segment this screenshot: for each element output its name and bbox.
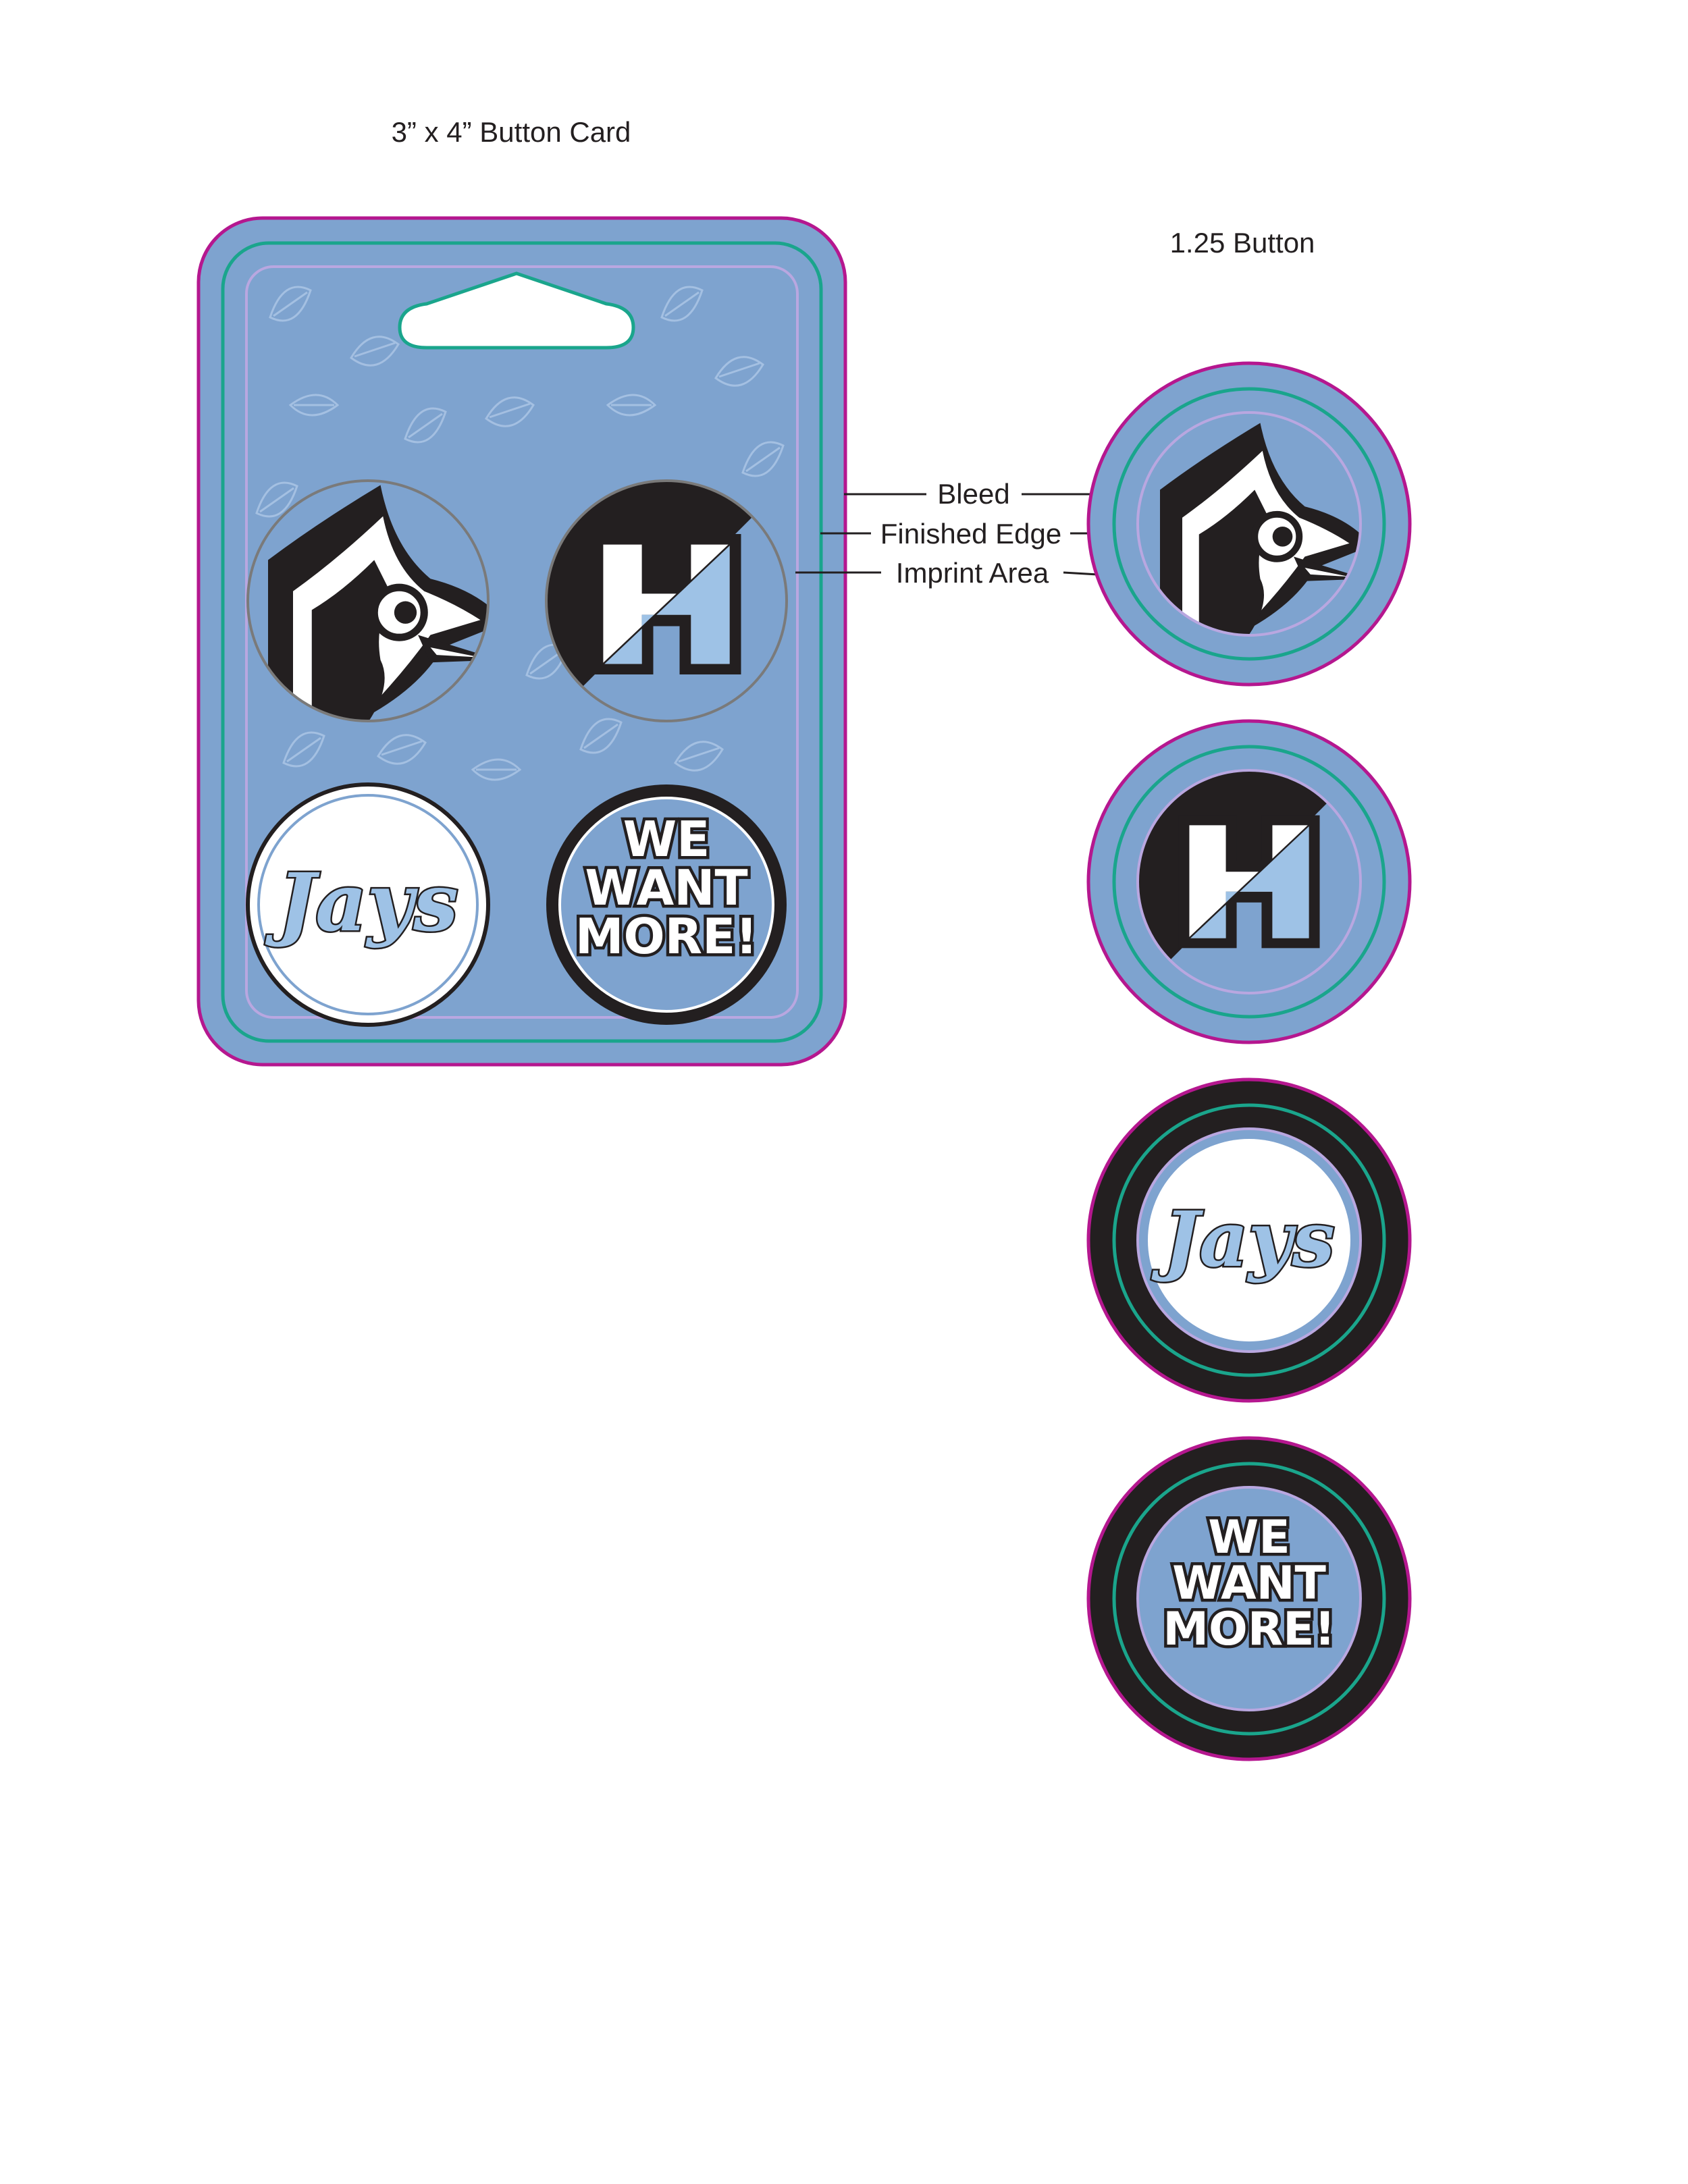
standalone-button-bird bbox=[1086, 361, 1412, 687]
standalone-button-we-want-more: WE WANT MORE! bbox=[1086, 1436, 1412, 1761]
card-wwm-line-3: MORE! bbox=[575, 908, 758, 965]
card-wwm-line-1: WE bbox=[623, 811, 710, 868]
card-button-jays: Jays bbox=[246, 782, 490, 1027]
callout-finished-edge: Finished Edge bbox=[880, 518, 1062, 550]
button-wwm-line-2: WANT bbox=[1172, 1557, 1326, 1610]
hang-tab-hole-icon bbox=[398, 271, 635, 350]
card-button-h-logo: H bbox=[545, 479, 788, 722]
card-jays-text: Jays bbox=[265, 855, 458, 949]
standalone-button-jays: Jays bbox=[1086, 1077, 1412, 1403]
card-button-bird bbox=[246, 479, 490, 722]
standalone-button-h-logo bbox=[1086, 719, 1412, 1044]
feather-pattern-icon bbox=[255, 286, 785, 781]
button-wwm-line-3: MORE! bbox=[1163, 1603, 1335, 1656]
callout-bleed: Bleed bbox=[937, 478, 1009, 510]
card-wwm-line-2: WANT bbox=[585, 859, 747, 916]
button-wwm-line-1: WE bbox=[1208, 1511, 1290, 1564]
card-button-we-want-more: WE WANT MORE! bbox=[546, 784, 787, 1025]
button-card: H Jays WE WANT MORE! bbox=[196, 216, 847, 1067]
card-title: 3” x 4” Button Card bbox=[392, 116, 631, 148]
card-imprint-area bbox=[245, 265, 799, 1019]
callout-imprint-area: Imprint Area bbox=[896, 557, 1049, 589]
button-section-title: 1.25 Button bbox=[1170, 227, 1315, 259]
button-jays-text: Jays bbox=[1151, 1196, 1335, 1284]
card-finished-edge bbox=[221, 241, 823, 1043]
